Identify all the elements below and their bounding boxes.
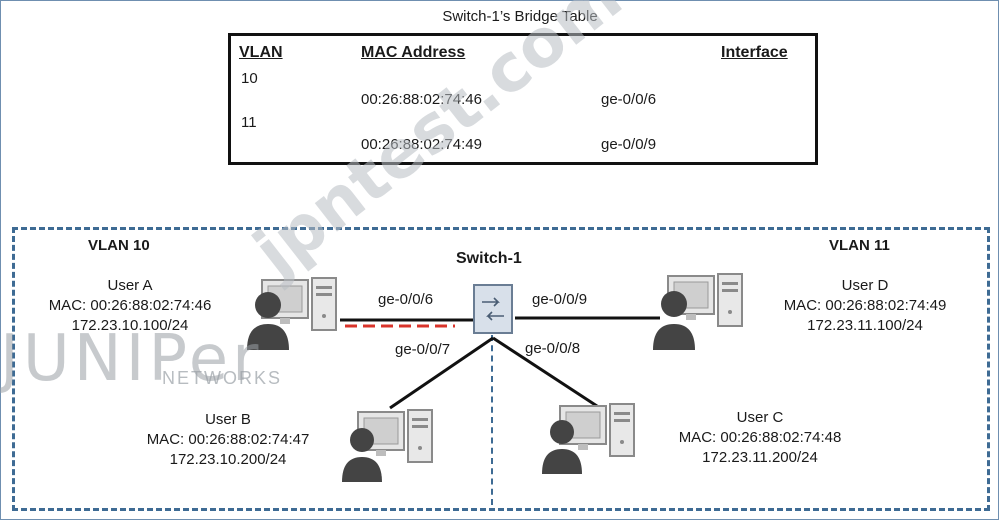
row-1-interface: ge-0/0/6: [601, 91, 657, 108]
user-icon-d: [653, 291, 695, 350]
user-a-info: User A MAC: 00:26:88:02:74:46 172.23.10.…: [10, 276, 250, 336]
user-c-name: User C: [736, 409, 784, 426]
juniper-logo-watermark: JUNIPer: [0, 322, 263, 396]
header-mac-address: MAC Address: [361, 44, 466, 61]
row-2-interface: ge-0/0/9: [601, 136, 657, 153]
port-label-ge-0-0-8: ge-0/0/8: [525, 340, 581, 357]
user-d-info: User D MAC: 00:26:88:02:74:49 172.23.11.…: [745, 276, 985, 336]
user-icon-b: [342, 428, 382, 482]
link-user-b: [389, 336, 494, 410]
user-d-name: User D: [841, 277, 889, 294]
user-b-mac: MAC: 00:26:88:02:74:47: [146, 431, 310, 448]
user-d-ip: 172.23.11.100/24: [807, 317, 923, 334]
vlan-11-label: VLAN 11: [829, 237, 890, 254]
port-label-ge-0-0-9: ge-0/0/9: [532, 291, 588, 308]
user-d-mac: MAC: 00:26:88:02:74:49: [783, 297, 947, 314]
vlan-divider: [491, 335, 493, 505]
row-2-mac: 00:26:88:02:74:49: [361, 136, 482, 153]
vlan-10-label: VLAN 10: [88, 237, 150, 254]
vlan-zone: [12, 227, 990, 511]
user-b-name: User B: [205, 411, 251, 428]
networks-watermark: NETWORKS: [162, 368, 283, 388]
header-interface: Interface: [721, 44, 788, 61]
bridge-table-title: Switch-1’s Bridge Table: [442, 8, 598, 25]
row-1-mac: 00:26:88:02:74:46: [361, 91, 482, 108]
switch-label: Switch-1: [456, 250, 522, 267]
switch-icon: [473, 284, 513, 334]
header-vlan: VLAN: [239, 44, 283, 61]
link-user-c: [492, 336, 601, 410]
user-c-ip: 172.23.11.200/24: [702, 449, 818, 466]
user-c-mac: MAC: 00:26:88:02:74:48: [678, 429, 842, 446]
user-b-ip: 172.23.10.200/24: [169, 451, 287, 468]
row-2-vlan: 11: [241, 114, 257, 131]
user-c-info: User C MAC: 00:26:88:02:74:48 172.23.11.…: [640, 408, 880, 468]
user-icon-a: [247, 292, 289, 350]
port-label-ge-0-0-7: ge-0/0/7: [395, 341, 451, 358]
row-1-vlan: 10: [241, 70, 258, 87]
user-a-mac: MAC: 00:26:88:02:74:46: [48, 297, 212, 314]
user-a-ip: 172.23.10.100/24: [71, 317, 189, 334]
port-label-ge-0-0-6: ge-0/0/6: [378, 291, 434, 308]
user-icon-c: [542, 420, 582, 474]
bridge-table: VLAN MAC Address Interface 10 00:26:88:0…: [228, 33, 818, 165]
user-b-info: User B MAC: 00:26:88:02:74:47 172.23.10.…: [108, 410, 348, 470]
user-a-name: User A: [107, 277, 153, 294]
